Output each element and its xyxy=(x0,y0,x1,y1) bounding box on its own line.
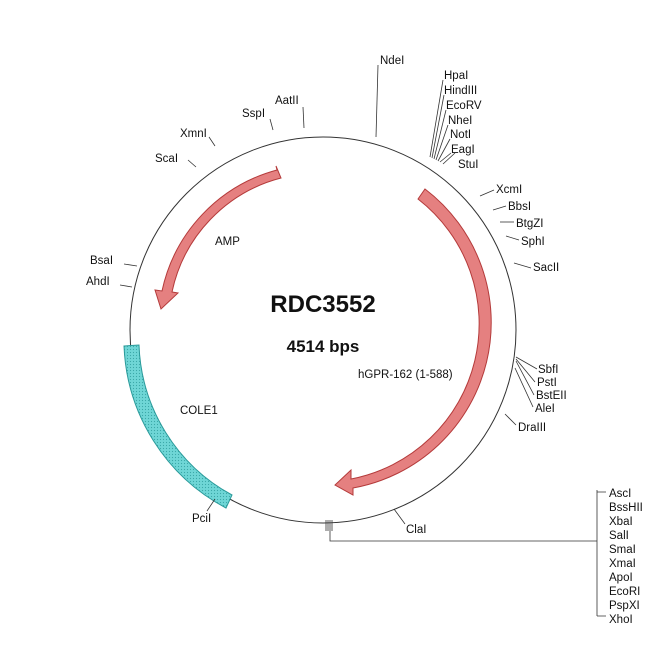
site-eagi[interactable]: EagI xyxy=(451,144,475,156)
plasmid-backbone xyxy=(129,136,517,524)
site-xcmi[interactable]: XcmI xyxy=(479,184,522,197)
site-hpai[interactable]: HpaI xyxy=(444,70,468,82)
site-hindiii[interactable]: HindIII xyxy=(444,85,477,97)
amp-label: AMP xyxy=(215,236,240,248)
amp-feature-arrow[interactable] xyxy=(154,165,282,310)
svg-text:AhdI: AhdI xyxy=(86,276,110,288)
mcs-cluster-ticks xyxy=(325,490,606,617)
plasmid-size: 4514 bps xyxy=(287,337,360,356)
site-sali[interactable]: SalI xyxy=(609,530,629,542)
site-btgzi[interactable]: BtgZI xyxy=(500,218,543,230)
site-sbfi[interactable]: SbfI xyxy=(538,364,558,376)
site-bsteii[interactable]: BstEII xyxy=(536,390,567,402)
hgpr-feature-arrow[interactable] xyxy=(334,188,492,496)
site-sspi[interactable]: SspI xyxy=(242,108,274,131)
site-stui[interactable]: StuI xyxy=(458,159,478,171)
site-pspxi[interactable]: PspXI xyxy=(609,600,640,612)
site-aatii[interactable]: AatII xyxy=(275,95,305,129)
site-asci[interactable]: AscI xyxy=(609,488,631,500)
site-alei[interactable]: AleI xyxy=(535,403,555,415)
svg-text:NdeI: NdeI xyxy=(380,55,404,67)
svg-text:XmnI: XmnI xyxy=(180,128,207,140)
svg-text:BtgZI: BtgZI xyxy=(516,218,543,230)
site-apoi[interactable]: ApoI xyxy=(609,572,633,584)
site-bsai[interactable]: BsaI xyxy=(90,255,138,267)
mcs-site-list: AscI BssHII XbaI SalI SmaI XmaI ApoI Eco… xyxy=(609,488,643,626)
site-bsshii[interactable]: BssHII xyxy=(609,502,643,514)
plasmid-name: RDC3552 xyxy=(270,291,375,318)
site-xmni[interactable]: XmnI xyxy=(180,128,216,147)
svg-text:PciI: PciI xyxy=(192,513,211,525)
cole1-feature-arc[interactable] xyxy=(123,344,233,509)
site-cluster-top-right xyxy=(429,79,456,165)
svg-text:SspI: SspI xyxy=(242,108,265,120)
svg-text:ClaI: ClaI xyxy=(406,524,426,536)
site-psti[interactable]: PstI xyxy=(537,377,557,389)
site-ecori[interactable]: EcoRI xyxy=(609,586,640,598)
site-cluster-right xyxy=(514,356,538,408)
site-sphi[interactable]: SphI xyxy=(505,235,545,248)
site-ecorv[interactable]: EcoRV xyxy=(446,100,482,112)
site-clai[interactable]: ClaI xyxy=(393,508,426,536)
site-xbai[interactable]: XbaI xyxy=(609,516,633,528)
svg-text:XcmI: XcmI xyxy=(496,184,522,196)
site-pcii[interactable]: PciI xyxy=(192,498,216,525)
hgpr-label: hGPR-162 (1-588) xyxy=(358,369,453,381)
site-xmai[interactable]: XmaI xyxy=(609,558,636,570)
site-scai[interactable]: ScaI xyxy=(155,153,197,168)
svg-text:SphI: SphI xyxy=(521,236,545,248)
site-xhoi[interactable]: XhoI xyxy=(609,614,633,626)
svg-text:SacII: SacII xyxy=(533,262,559,274)
site-smai[interactable]: SmaI xyxy=(609,544,636,556)
site-bbsi[interactable]: BbsI xyxy=(492,201,531,213)
site-ahdi[interactable]: AhdI xyxy=(86,276,133,288)
site-draiii[interactable]: DraIII xyxy=(504,413,546,434)
svg-text:BbsI: BbsI xyxy=(508,201,531,213)
site-sacii[interactable]: SacII xyxy=(513,262,559,274)
svg-text:ScaI: ScaI xyxy=(155,153,178,165)
svg-text:BsaI: BsaI xyxy=(90,255,113,267)
svg-text:DraIII: DraIII xyxy=(518,422,546,434)
svg-text:AatII: AatII xyxy=(275,95,299,107)
site-noti[interactable]: NotI xyxy=(450,129,471,141)
site-ndei[interactable]: NdeI xyxy=(375,55,404,138)
cole1-label: COLE1 xyxy=(180,405,218,417)
site-nhei[interactable]: NheI xyxy=(448,115,472,127)
